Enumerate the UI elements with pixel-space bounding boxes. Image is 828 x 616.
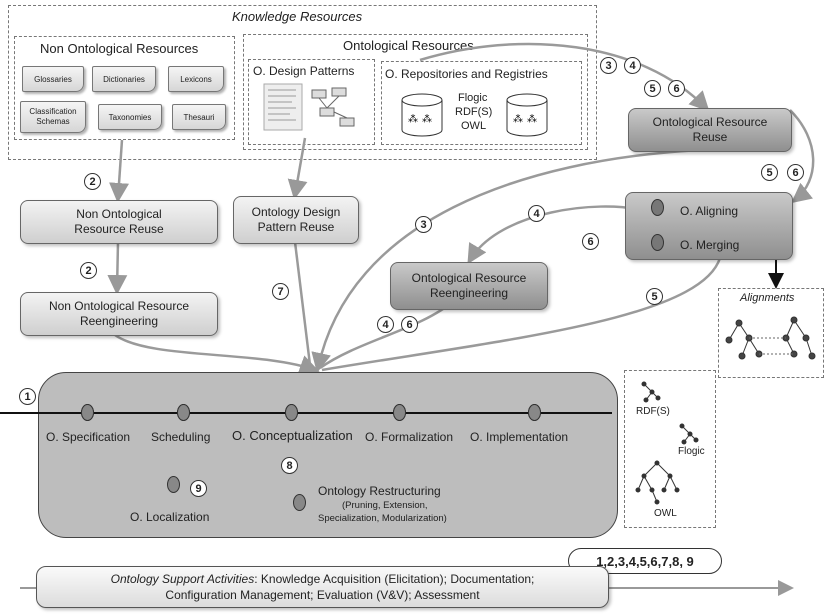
scheduling-node-top xyxy=(177,404,190,421)
scenario-4-marker: 4 xyxy=(377,316,394,333)
lexicons-note: Lexicons xyxy=(168,66,224,92)
scheduling-label: Scheduling xyxy=(151,430,211,444)
repository-database-right: ⁂⁂ xyxy=(505,92,549,143)
graph-icon xyxy=(641,381,661,403)
svg-text:⁂: ⁂ xyxy=(527,113,537,125)
design-patterns-frame xyxy=(248,59,375,145)
thesauri-note: Thesauri xyxy=(172,104,226,130)
non-ontological-resource-reuse: Non Ontological Resource Reuse xyxy=(20,200,218,244)
non-ontological-resource-reengineering-label: Non Ontological Resource Reengineering xyxy=(48,299,190,328)
support-line-2: Configuration Management; Evaluation (V&… xyxy=(165,588,480,602)
scenario-1-marker: 1 xyxy=(19,388,36,405)
non-ontological-resources-frame xyxy=(14,36,235,140)
ontological-resources-frame xyxy=(243,34,588,150)
graph-icon xyxy=(635,460,680,505)
merging-label: O. Merging xyxy=(680,238,740,252)
scenario-4-marker: 4 xyxy=(528,205,545,222)
support-scenarios-label: 1,2,3,4,5,6,7,8, 9 xyxy=(596,553,694,569)
scenario-3-marker: 3 xyxy=(415,216,432,233)
scenario-4-marker: 4 xyxy=(624,57,641,74)
ontology-design-pattern-reuse: Ontology Design Pattern Reuse xyxy=(233,196,359,244)
conceptualization-label: O. Conceptualization xyxy=(232,428,353,443)
aligning-node xyxy=(651,199,664,216)
taxonomies-note: Taxonomies xyxy=(98,104,162,130)
ontology-design-pattern-reuse-label: Ontology Design Pattern Reuse xyxy=(251,205,341,234)
ontological-resource-reuse-label: Ontological Resource Reuse xyxy=(652,115,768,144)
scenario-5-marker: 5 xyxy=(761,164,778,181)
rdfs-graph xyxy=(638,378,662,409)
formalization-label: O. Formalization xyxy=(365,430,454,444)
svg-text:⁂: ⁂ xyxy=(408,113,418,125)
conceptualization-node-top xyxy=(285,404,298,421)
support-activities-box: Ontology Support Activities: Knowledge A… xyxy=(36,566,609,608)
restructuring-detail-line1: (Pruning, Extension, xyxy=(342,500,428,511)
scenario-2-marker: 2 xyxy=(80,262,97,279)
scenario-6-marker: 6 xyxy=(668,80,685,97)
non-ontological-resource-reengineering: Non Ontological Resource Reengineering xyxy=(20,292,218,336)
output-format-owl: OWL xyxy=(654,508,677,519)
ontological-resource-reengineering: Ontological Resource Reengineering xyxy=(390,262,548,310)
specification-label: O. Specification xyxy=(46,430,131,444)
alignments-frame xyxy=(718,288,824,378)
scenario-9-marker: 9 xyxy=(190,480,207,497)
svg-text:⁂: ⁂ xyxy=(422,113,432,125)
support-line-1: Ontology Support Activities: Knowledge A… xyxy=(37,571,608,587)
aligning-label: O. Aligning xyxy=(680,204,739,218)
alignment-graph-icon xyxy=(725,316,816,360)
scenario-3-marker: 3 xyxy=(600,57,617,74)
classification-schemas-note: Classification Schemas xyxy=(20,101,86,133)
support-heading: Ontology Support Activities xyxy=(110,572,255,586)
alignments-graph xyxy=(724,308,818,377)
output-format-rdfs: RDF(S) xyxy=(636,406,670,417)
repo-format-rdfs: RDF(S) xyxy=(455,106,493,118)
formalization-node-top xyxy=(393,404,406,421)
ontological-resource-reuse: Ontological Resource Reuse xyxy=(628,108,792,152)
repositories-label: O. Repositories and Registries xyxy=(385,67,548,81)
localization-label: O. Localization xyxy=(130,510,210,524)
restructuring-label: Ontology Restructuring xyxy=(318,484,441,498)
owl-graph xyxy=(632,458,682,511)
flogic-graph xyxy=(676,420,700,451)
scenario-6-marker: 6 xyxy=(787,164,804,181)
repositories-frame xyxy=(381,61,582,145)
glossaries-note: Glossaries xyxy=(22,66,84,92)
repo-format-flogic: Flogic xyxy=(458,92,488,104)
knowledge-resources-title: Knowledge Resources xyxy=(232,9,363,24)
implementation-label: O. Implementation xyxy=(470,430,569,444)
support-line-1-text: : Knowledge Acquisition (Elicitation); D… xyxy=(254,572,535,586)
scenario-8-marker: 8 xyxy=(281,457,298,474)
scenario-2-marker: 2 xyxy=(84,173,101,190)
scenario-5-marker: 5 xyxy=(644,80,661,97)
design-pattern-sketch-icon xyxy=(263,83,355,131)
restructuring-detail-line2: Specialization, Modularization) xyxy=(318,513,447,524)
repo-format-owl: OWL xyxy=(461,120,487,132)
dictionaries-note: Dictionaries xyxy=(92,66,156,92)
design-pattern-sketch xyxy=(262,82,362,134)
specification-node-top xyxy=(81,404,94,421)
implementation-node-top xyxy=(528,404,541,421)
scenario-6-marker: 6 xyxy=(582,233,599,250)
localization-node xyxy=(167,476,180,493)
repository-database-left: ⁂⁂ xyxy=(400,92,444,143)
output-format-flogic: Flogic xyxy=(678,446,705,457)
merging-node xyxy=(651,234,664,251)
ontological-resource-reengineering-label: Ontological Resource Reengineering xyxy=(411,271,527,300)
ontology-development-frame xyxy=(38,372,618,538)
svg-text:⁂: ⁂ xyxy=(513,113,523,125)
design-patterns-label: O. Design Patterns xyxy=(253,64,355,78)
graph-icon xyxy=(679,423,699,445)
database-icon: ⁂⁂ xyxy=(401,93,443,137)
ontological-resources-title: Ontological Resources xyxy=(343,38,474,53)
non-ontological-resource-reuse-label: Non Ontological Resource Reuse xyxy=(74,207,164,236)
non-ontological-resources-title: Non Ontological Resources xyxy=(40,41,199,56)
output-formats-frame xyxy=(624,370,716,528)
knowledge-resources-frame xyxy=(8,5,597,160)
restructuring-node xyxy=(293,494,306,511)
scenario-6-marker: 6 xyxy=(401,316,418,333)
database-icon: ⁂⁂ xyxy=(506,93,548,137)
alignments-label: Alignments xyxy=(740,292,795,304)
scenario-5-marker: 5 xyxy=(646,288,663,305)
scenario-7-marker: 7 xyxy=(272,283,289,300)
